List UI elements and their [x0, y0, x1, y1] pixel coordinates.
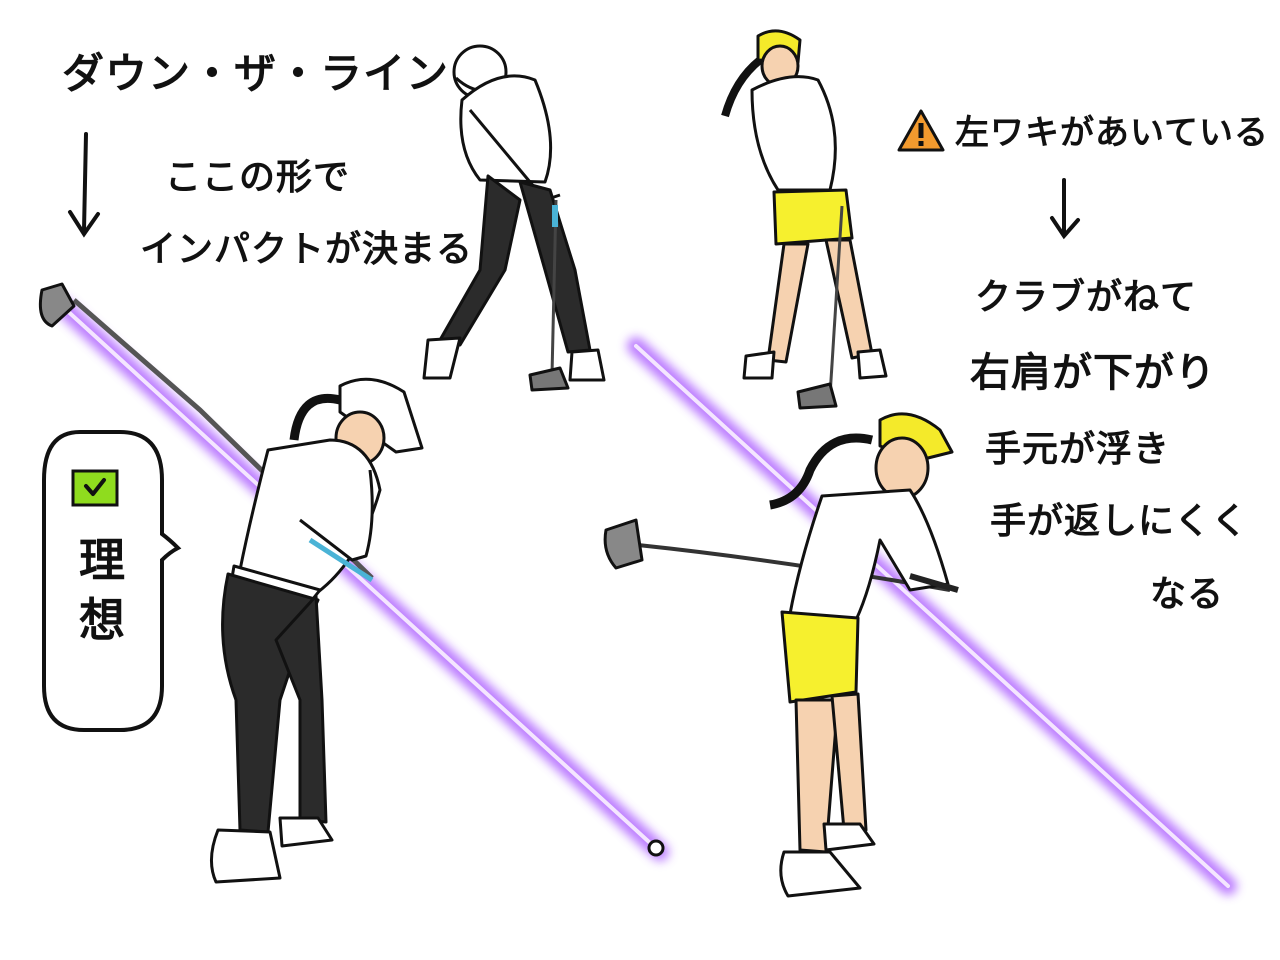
- result-line-2: 右肩が下がり: [970, 350, 1216, 396]
- golfer-top-middle: [422, 44, 606, 392]
- ideal-label: 理 想: [72, 530, 132, 650]
- golfer-top-right: [721, 29, 888, 410]
- golfer-warning: [603, 412, 959, 898]
- title-down-the-line: ダウン・ザ・ライン: [62, 49, 450, 98]
- golfer-ideal: [38, 282, 665, 884]
- caption-line-2: インパクトが決まる: [140, 229, 474, 270]
- warning-text: 左ワキがあいている: [955, 113, 1269, 153]
- caption-line-1: ここの形で: [165, 157, 351, 198]
- down-arrow-right: [1050, 178, 1080, 240]
- result-line-4: 手が返しにくく: [990, 501, 1249, 542]
- warning-triangle-icon: [897, 109, 945, 152]
- down-arrow-left: [68, 132, 100, 238]
- swing-plane-line-ideal: [53, 297, 669, 861]
- result-line-5: なる: [1150, 574, 1225, 615]
- ideal-char-1: 理: [79, 533, 125, 587]
- check-box-icon: [71, 469, 119, 507]
- ideal-char-2: 想: [79, 593, 125, 647]
- result-line-3: 手元が浮き: [985, 429, 1171, 470]
- result-line-1: クラブがねて: [975, 277, 1198, 318]
- swing-plane-line-warning: [627, 337, 1237, 895]
